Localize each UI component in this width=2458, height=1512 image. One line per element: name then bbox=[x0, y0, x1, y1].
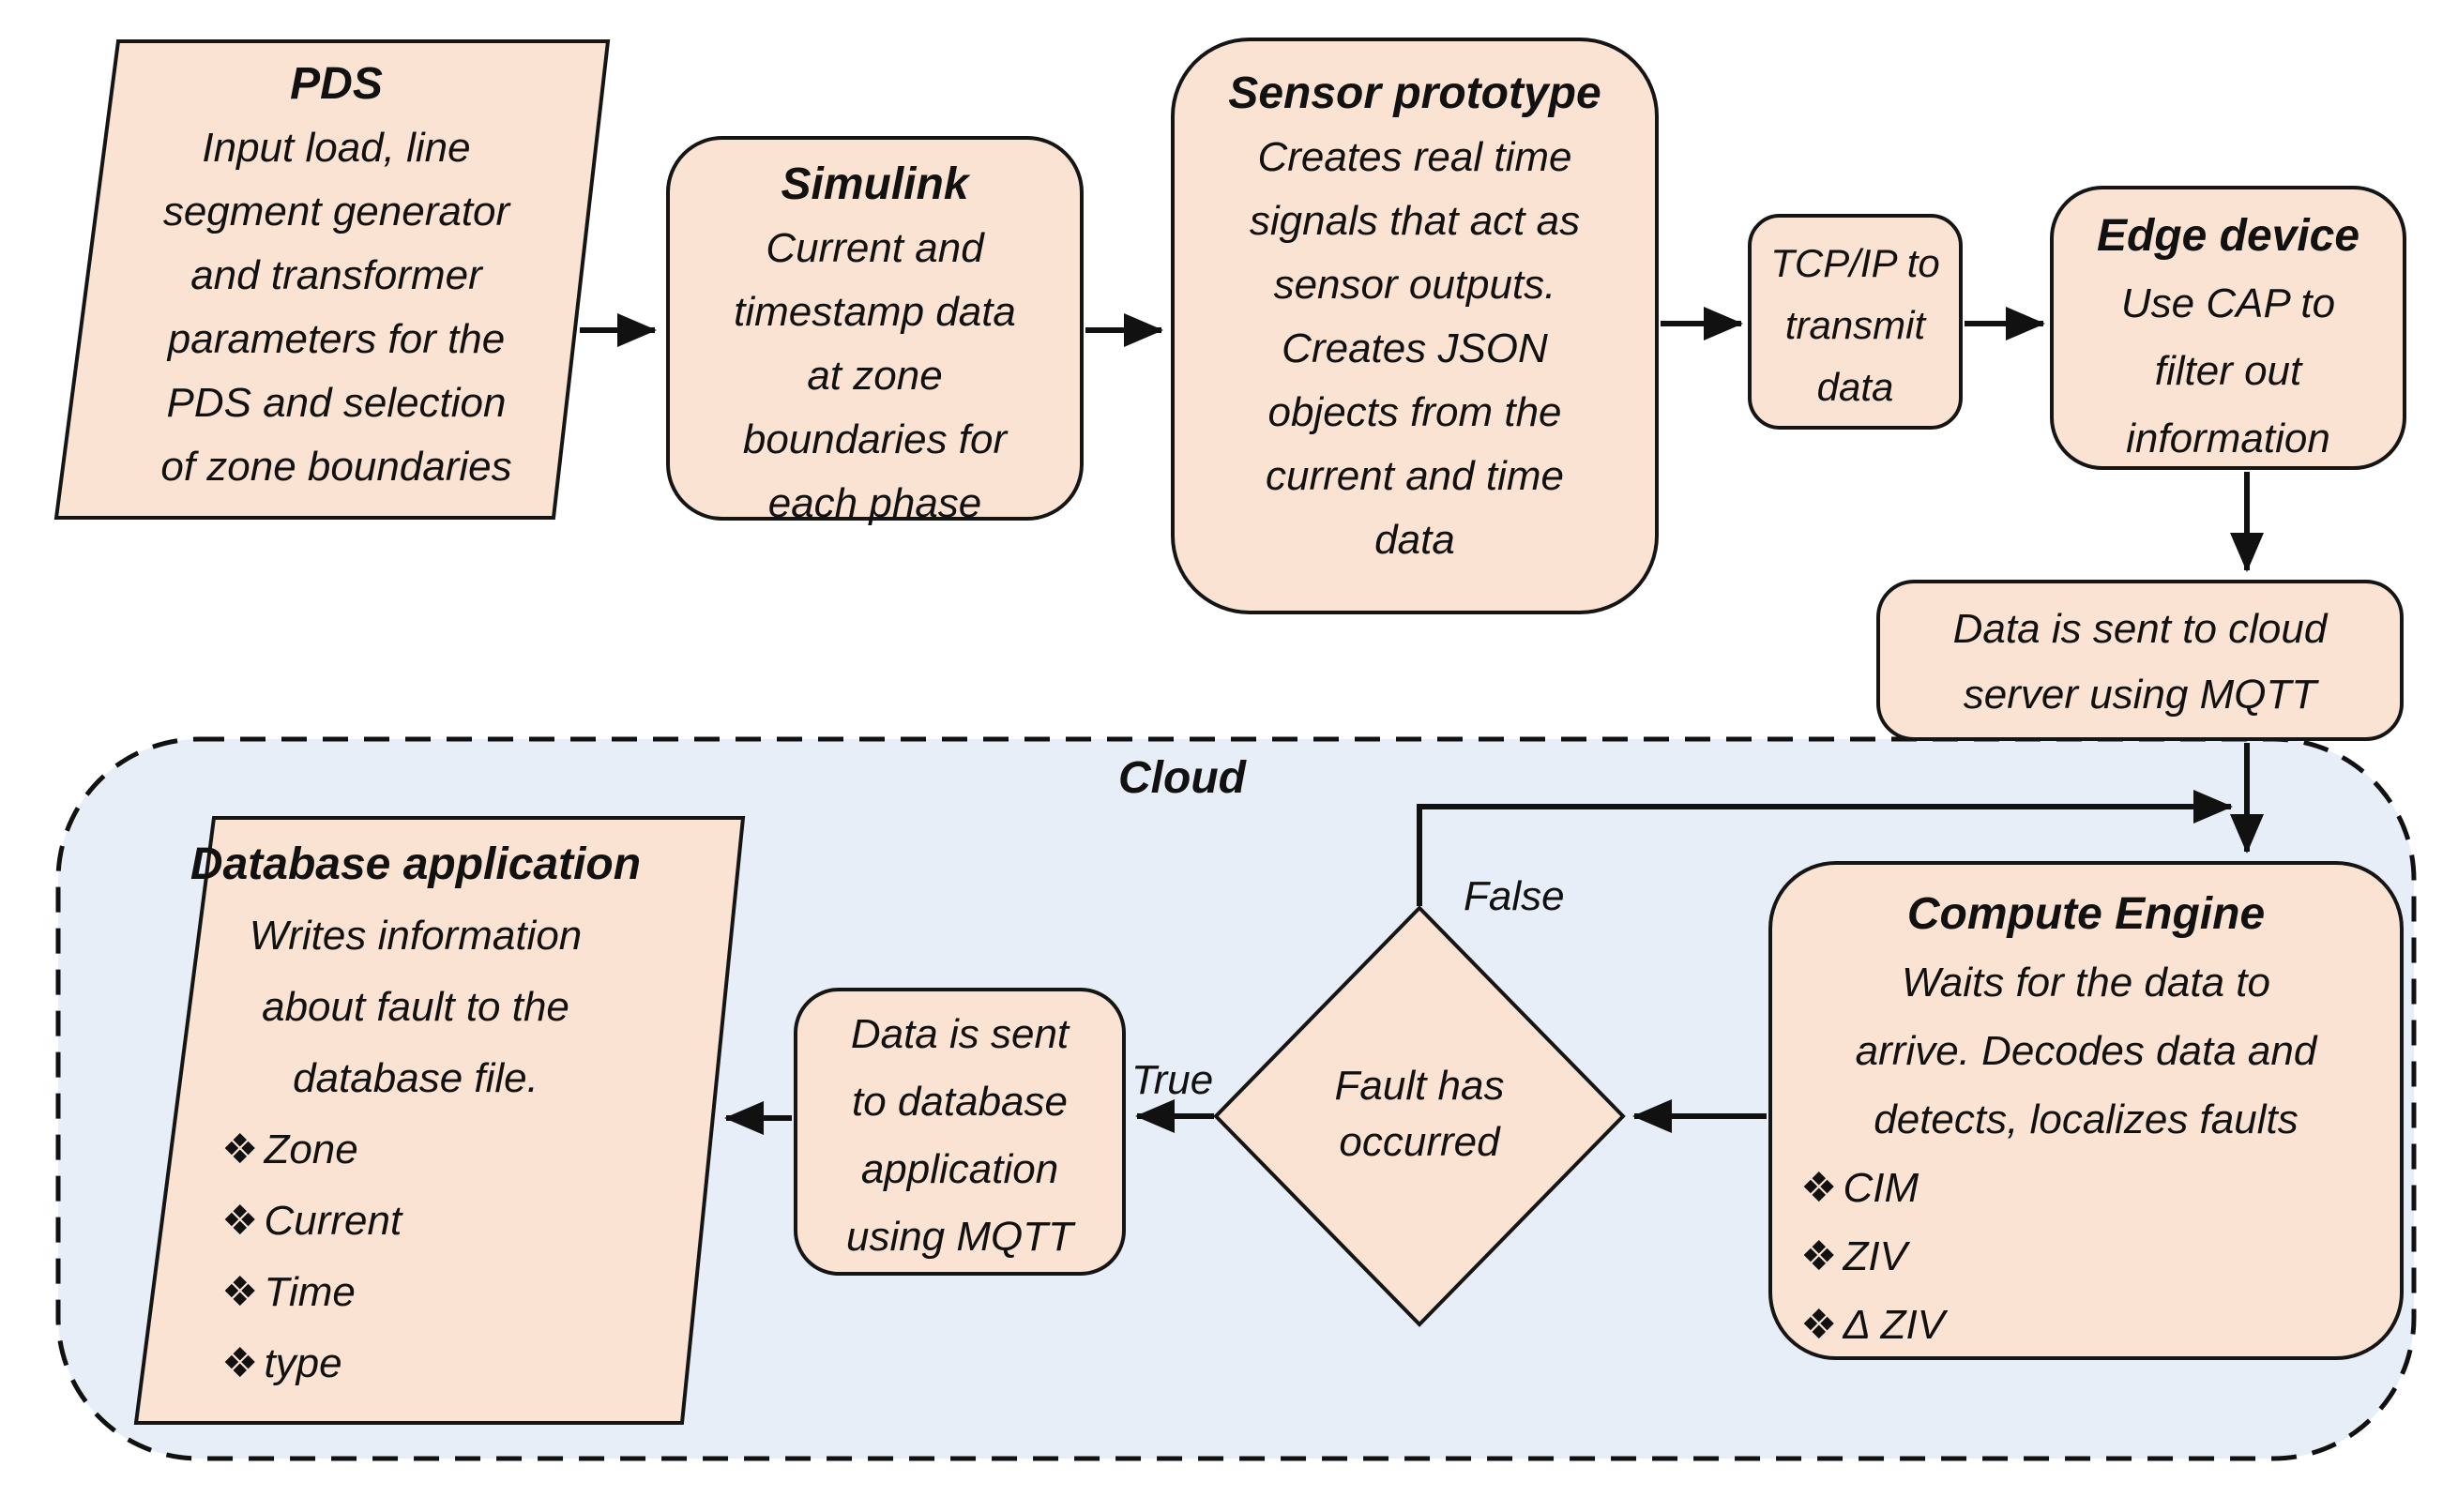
list-item: ❖ Current bbox=[221, 1186, 664, 1257]
node-simulink: Simulink Current and timestamp data at z… bbox=[666, 136, 1084, 526]
text-line: Fault has bbox=[1334, 1063, 1505, 1109]
text-line: boundaries for bbox=[742, 416, 1008, 462]
text-line: PDS and selection bbox=[166, 380, 507, 426]
text-line: Creates real time bbox=[1257, 134, 1572, 180]
node-mqtt-to-cloud: Data is sent to cloud server using MQTT bbox=[1876, 580, 2404, 741]
compute-bullet-list: ❖ CIM ❖ ZIV ❖ Δ ZIV bbox=[1800, 1154, 2375, 1359]
text-line: data bbox=[1816, 365, 1894, 409]
bullet-label: Time bbox=[264, 1269, 356, 1315]
diamond-bullet-icon: ❖ bbox=[221, 1198, 259, 1244]
bullet-label: Current bbox=[264, 1198, 402, 1244]
text-line: server using MQTT bbox=[1963, 672, 2317, 718]
text-line: information bbox=[2126, 416, 2330, 461]
diamond-bullet-icon: ❖ bbox=[221, 1269, 259, 1315]
text-line: at zone bbox=[807, 353, 943, 399]
database-shape bbox=[133, 816, 746, 1425]
text-line: application bbox=[860, 1146, 1059, 1192]
bullet-label: Zone bbox=[264, 1126, 358, 1172]
text-line: to database bbox=[852, 1079, 1068, 1125]
text-line: objects from the bbox=[1267, 389, 1562, 435]
diamond-bullet-icon: ❖ bbox=[221, 1340, 259, 1386]
text-line: and transformer bbox=[190, 252, 482, 298]
node-title: PDS bbox=[290, 59, 383, 109]
false-branch-label: False bbox=[1464, 873, 1565, 919]
text-line: transmit bbox=[1784, 303, 1926, 347]
diamond-bullet-icon: ❖ bbox=[1800, 1302, 1838, 1348]
text-line: about fault to the bbox=[262, 984, 569, 1030]
text-line: using MQTT bbox=[845, 1214, 1074, 1260]
text-line: each phase bbox=[767, 480, 982, 526]
bullet-label: type bbox=[264, 1340, 342, 1386]
text-line: occurred bbox=[1339, 1119, 1500, 1165]
cloud-label-text: Cloud bbox=[1118, 753, 1246, 803]
database-bullet-list: ❖ Zone ❖ Current ❖ Time ❖ type bbox=[221, 1114, 664, 1399]
text-line: timestamp data bbox=[734, 289, 1016, 335]
text-line: sensor outputs. bbox=[1273, 262, 1556, 308]
text-line: Creates JSON bbox=[1282, 325, 1548, 371]
node-title: Edge device bbox=[2096, 211, 2360, 261]
bullet-label: ZIV bbox=[1843, 1233, 1907, 1279]
diamond-bullet-icon: ❖ bbox=[1800, 1233, 1838, 1279]
text-line: data bbox=[1374, 517, 1455, 563]
list-item: ❖ Δ ZIV bbox=[1800, 1291, 2375, 1359]
list-item: ❖ ZIV bbox=[1800, 1222, 2375, 1291]
text-line: filter out bbox=[2154, 348, 2302, 394]
node-title: Simulink bbox=[781, 159, 969, 209]
node-sensor-prototype: Sensor prototype Creates real time signa… bbox=[1171, 38, 1659, 614]
arrow-false-loop bbox=[1417, 790, 2233, 906]
text-line: arrive. Decodes data and bbox=[1855, 1028, 2317, 1074]
text-line: current and time bbox=[1266, 453, 1564, 499]
text-line: Writes information bbox=[249, 913, 583, 959]
node-compute-engine: Compute Engine Waits for the data to arr… bbox=[1768, 861, 2404, 1360]
diamond-bullet-icon: ❖ bbox=[1800, 1165, 1838, 1211]
node-tcpip: TCP/IP to transmit data bbox=[1748, 214, 1963, 430]
node-title: Database application bbox=[190, 839, 642, 889]
diamond-bullet-icon: ❖ bbox=[221, 1126, 259, 1172]
text-line: TCP/IP to bbox=[1770, 241, 1940, 285]
list-item: ❖ CIM bbox=[1800, 1154, 2375, 1222]
text-line: signals that act as bbox=[1249, 198, 1581, 244]
text-line: Input load, line bbox=[202, 125, 471, 171]
node-title: Compute Engine bbox=[1906, 889, 2266, 939]
list-item: ❖ type bbox=[221, 1328, 664, 1399]
pds-shape bbox=[53, 39, 611, 520]
text-line: Waits for the data to bbox=[1902, 960, 2270, 1005]
decision-shape bbox=[1213, 905, 1626, 1327]
text-line: database file. bbox=[293, 1055, 539, 1101]
bullet-label: Δ ZIV bbox=[1843, 1302, 1946, 1348]
node-decision: Fault has occurred bbox=[1279, 1058, 1560, 1171]
node-mqtt-to-database: Data is sent to database application usi… bbox=[794, 988, 1126, 1276]
node-pds: PDS Input load, line segment generator a… bbox=[99, 53, 573, 499]
text-line: Data is sent to cloud bbox=[1952, 606, 2328, 652]
text-line: of zone boundaries bbox=[160, 444, 512, 490]
list-item: ❖ Time bbox=[221, 1257, 664, 1328]
text-line: Use CAP to bbox=[2120, 280, 2336, 326]
cloud-label: Cloud bbox=[1013, 747, 1351, 811]
bullet-label: CIM bbox=[1843, 1165, 1919, 1211]
true-branch-label: True bbox=[1131, 1057, 1214, 1103]
node-database-application: Database application Writes information … bbox=[167, 829, 664, 1399]
text-line: parameters for the bbox=[167, 316, 506, 362]
node-title: Sensor prototype bbox=[1228, 68, 1601, 118]
text-line: Current and bbox=[766, 225, 984, 271]
list-item: ❖ Zone bbox=[221, 1114, 664, 1186]
node-edge-device: Edge device Use CAP to filter out inform… bbox=[2050, 186, 2406, 470]
text-line: segment generator bbox=[162, 189, 510, 234]
text-line: Data is sent bbox=[850, 1011, 1070, 1057]
text-line: detects, localizes faults bbox=[1874, 1096, 2299, 1142]
